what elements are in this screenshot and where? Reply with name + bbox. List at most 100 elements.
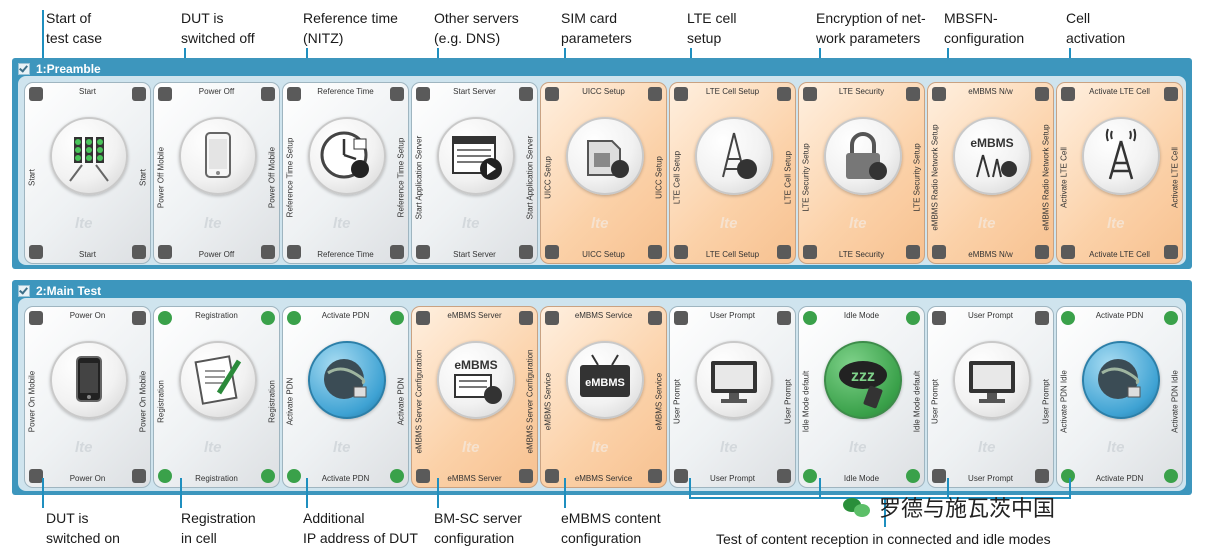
step-corner-icon[interactable]: [777, 311, 791, 325]
annotation-encryption: Encryption of net- work parameters: [816, 10, 926, 46]
step-corner-icon[interactable]: [519, 311, 533, 325]
step-corner-icon[interactable]: [261, 87, 275, 101]
step-corner-icon[interactable]: [648, 87, 662, 101]
step-corner-icon[interactable]: [1035, 469, 1049, 483]
step-corner-icon[interactable]: [1061, 245, 1075, 259]
step-corner-icon[interactable]: [803, 87, 817, 101]
step-corner-icon[interactable]: [1061, 469, 1075, 483]
step-corner-icon[interactable]: [261, 469, 275, 483]
step-corner-icon[interactable]: [906, 87, 920, 101]
step-corner-icon[interactable]: [545, 469, 559, 483]
step-corner-icon[interactable]: [648, 245, 662, 259]
annotation-dut-off: DUT is switched off: [181, 10, 255, 46]
step-corner-icon[interactable]: [545, 245, 559, 259]
step-corner-icon[interactable]: [648, 311, 662, 325]
step-corner-icon[interactable]: [519, 87, 533, 101]
step-corner-icon[interactable]: [1035, 311, 1049, 325]
step-corner-icon[interactable]: [416, 311, 430, 325]
step-corner-icon[interactable]: [674, 245, 688, 259]
step-corner-icon[interactable]: [287, 311, 301, 325]
step-corner-icon[interactable]: [390, 311, 404, 325]
step-left-label: Activate PDN: [285, 377, 295, 426]
step-corner-icon[interactable]: [158, 311, 172, 325]
step-corner-icon[interactable]: [29, 245, 43, 259]
step-corner-icon[interactable]: [390, 245, 404, 259]
step-corner-icon[interactable]: [1061, 87, 1075, 101]
step-corner-icon[interactable]: [287, 469, 301, 483]
step-corner-icon[interactable]: [1035, 245, 1049, 259]
step-corner-icon[interactable]: [932, 245, 946, 259]
step-corner-icon[interactable]: [545, 311, 559, 325]
step-corner-icon[interactable]: [906, 311, 920, 325]
step-corner-icon[interactable]: [932, 311, 946, 325]
padlock-gear-icon: [824, 117, 902, 195]
step-corner-icon[interactable]: [287, 245, 301, 259]
step-corner-icon[interactable]: [932, 87, 946, 101]
step-corner-icon[interactable]: [674, 469, 688, 483]
step-corner-icon[interactable]: [648, 469, 662, 483]
step-corner-icon[interactable]: [1164, 469, 1178, 483]
step-corner-icon[interactable]: [1164, 87, 1178, 101]
step-corner-icon[interactable]: [803, 469, 817, 483]
step-corner-icon[interactable]: [287, 87, 301, 101]
globe-plug-icon: [308, 341, 386, 419]
step-corner-icon[interactable]: [803, 245, 817, 259]
step-corner-icon[interactable]: [29, 469, 43, 483]
step-corner-icon[interactable]: [416, 469, 430, 483]
step-corner-icon[interactable]: [390, 469, 404, 483]
step-corner-icon[interactable]: [261, 245, 275, 259]
step-corner-icon[interactable]: [1164, 311, 1178, 325]
step-corner-icon[interactable]: [1061, 311, 1075, 325]
step-corner-icon[interactable]: [777, 469, 791, 483]
step-corner-icon[interactable]: [906, 245, 920, 259]
step-corner-icon[interactable]: [132, 469, 146, 483]
step-corner-icon[interactable]: [132, 311, 146, 325]
step-corner-icon[interactable]: [29, 87, 43, 101]
step-corner-icon[interactable]: [158, 87, 172, 101]
main-test-panel-header[interactable]: 2:Main Test: [18, 283, 101, 299]
step-corner-icon[interactable]: [777, 87, 791, 101]
step-corner-icon[interactable]: [519, 469, 533, 483]
step-corner-icon[interactable]: [1035, 87, 1049, 101]
main-test-checkbox[interactable]: [18, 285, 30, 297]
step-corner-icon[interactable]: [674, 87, 688, 101]
step-corner-icon[interactable]: [29, 311, 43, 325]
step-corner-icon[interactable]: [803, 311, 817, 325]
step-corner-icon[interactable]: [519, 245, 533, 259]
step-corner-icon[interactable]: [545, 87, 559, 101]
step-corner-icon[interactable]: [158, 469, 172, 483]
preamble-checkbox[interactable]: [18, 63, 30, 75]
step-corner-icon[interactable]: [777, 245, 791, 259]
step-corner-icon[interactable]: [390, 87, 404, 101]
step-corner-icon[interactable]: [132, 87, 146, 101]
step-corner-icon[interactable]: [674, 311, 688, 325]
step-corner-icon[interactable]: [261, 311, 275, 325]
preamble-panel-header[interactable]: 1:Preamble: [18, 61, 101, 77]
step-corner-icon[interactable]: [132, 245, 146, 259]
step-corner-icon[interactable]: [416, 87, 430, 101]
step-corner-icon[interactable]: [1164, 245, 1178, 259]
step-corner-icon[interactable]: [906, 469, 920, 483]
step-corner-icon[interactable]: [416, 245, 430, 259]
step-corner-icon[interactable]: [158, 245, 172, 259]
step-corner-icon[interactable]: [932, 469, 946, 483]
